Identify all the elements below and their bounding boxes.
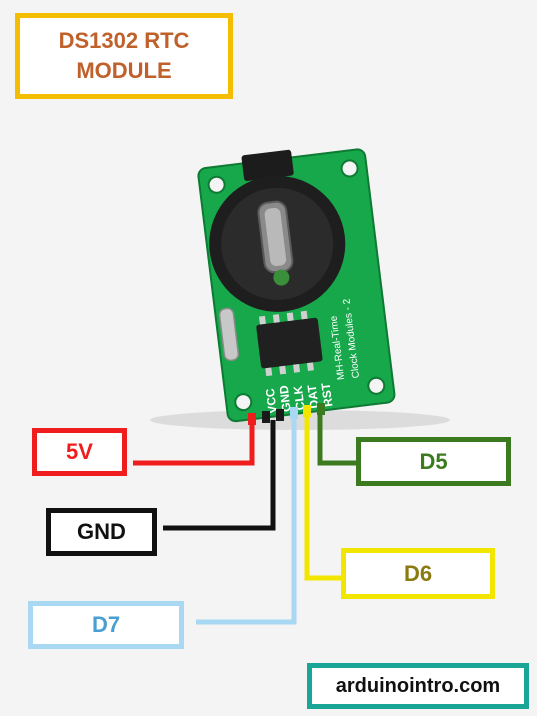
pcb-board: MH-Real-Time Clock Modules - 2 VCC GND C… — [197, 148, 396, 423]
ds1302-chip — [256, 310, 323, 377]
rst-label: D5 — [356, 437, 511, 486]
dat-label: D6 — [341, 548, 495, 599]
pin-label-dat: DAT — [305, 383, 322, 409]
board-shadow — [150, 410, 450, 430]
title-line2: MODULE — [76, 58, 172, 83]
wire-vcc — [133, 424, 255, 466]
vcc-label: 5V — [32, 428, 127, 476]
clk-label: D7 — [28, 601, 184, 649]
wire-clk — [196, 418, 297, 625]
pin-label-clk: CLK — [291, 385, 308, 412]
crystal-oscillator — [218, 307, 240, 362]
title-line1: DS1302 RTC — [58, 28, 190, 53]
pin-label-rst: RST — [319, 381, 336, 407]
brand-link[interactable]: arduinointro.com — [307, 663, 529, 709]
title-box: DS1302 RTC MODULE — [15, 13, 233, 99]
mount-hole — [340, 159, 359, 178]
header-pins — [248, 403, 325, 425]
pin-label-vcc: VCC — [263, 387, 280, 414]
gnd-label: GND — [46, 508, 157, 556]
wire-rst — [317, 414, 356, 466]
mount-hole — [367, 376, 386, 395]
wire-dat — [304, 416, 341, 581]
mount-hole — [207, 175, 226, 194]
wire-gnd — [163, 420, 276, 531]
coin-battery-holder — [209, 149, 346, 312]
pin-label-gnd: GND — [277, 384, 294, 413]
mount-hole — [234, 393, 253, 412]
